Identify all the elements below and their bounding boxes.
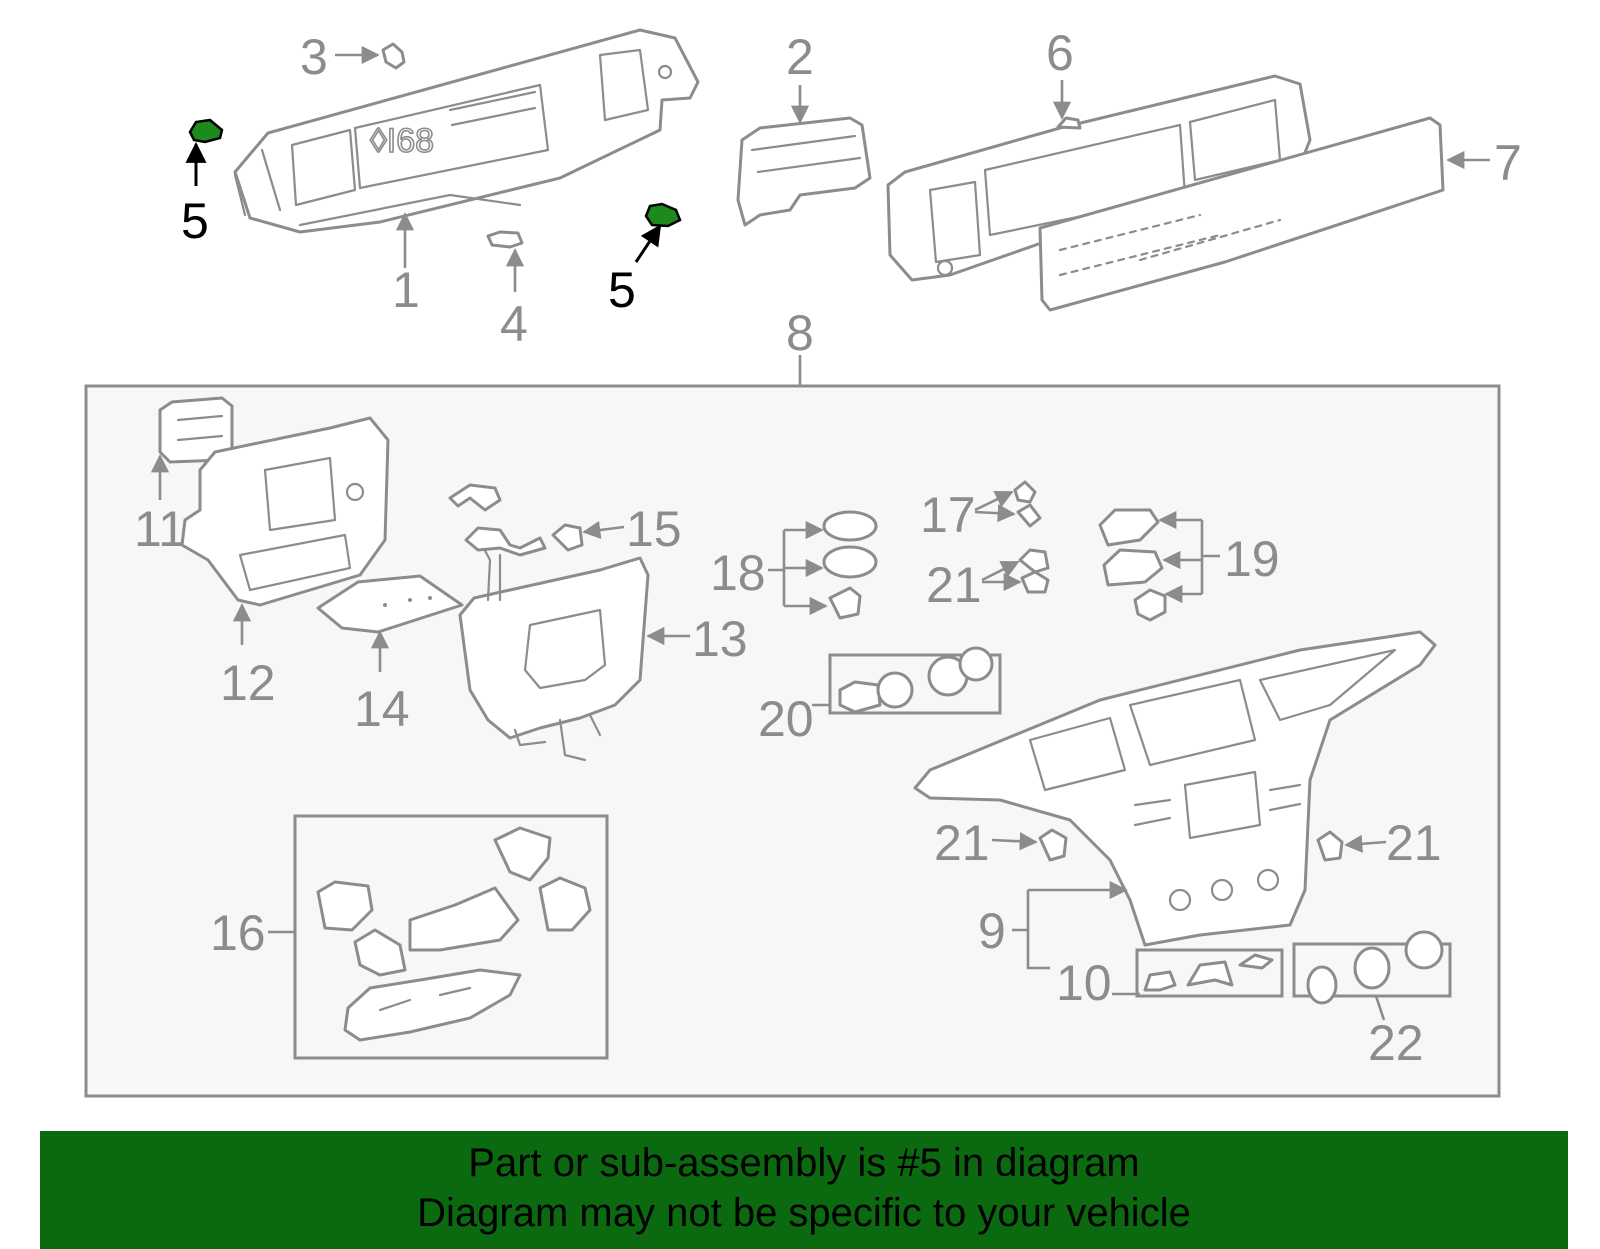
callout-8: 8 (786, 305, 814, 361)
callout-14: 14 (354, 681, 410, 737)
callout-9: 9 (978, 903, 1006, 959)
part-7-cluster-lens (1038, 116, 1445, 312)
leader-15 (582, 520, 625, 539)
part-5-clip-left (188, 118, 224, 144)
leader-19-bracket (1200, 520, 1220, 594)
part-13-panel (448, 483, 650, 762)
part-9-bezel (913, 630, 1437, 947)
leader-5-right (634, 224, 662, 263)
callout-11: 11 (134, 501, 186, 557)
part-12-bracket (180, 416, 390, 607)
callout-19: 19 (1224, 531, 1280, 587)
part-2-display-module (736, 116, 872, 227)
leader-22 (1374, 995, 1386, 1021)
info-banner: Part or sub-assembly is #5 in diagram Di… (40, 1131, 1568, 1249)
callout-22: 22 (1368, 1015, 1424, 1071)
part-18-knobs (822, 510, 878, 620)
callout-7: 7 (1494, 135, 1522, 191)
leader-21-right (1344, 834, 1387, 853)
callout-15: 15 (626, 501, 682, 557)
callout-5-left: 5 (181, 193, 209, 249)
part-10-knobs (1135, 948, 1284, 998)
part-21-bulbs-upper (1018, 548, 1050, 594)
callout-17: 17 (920, 487, 976, 543)
callout-16: 16 (210, 905, 266, 961)
callout-5-right: 5 (608, 262, 636, 318)
part-20-knob-set (828, 646, 1002, 715)
leader-17b (974, 504, 1016, 523)
callout-20: 20 (758, 691, 814, 747)
part-15-bulb (551, 523, 584, 552)
banner-line-disclaimer: Diagram may not be specific to your vehi… (417, 1191, 1191, 1235)
part-6-cluster-assembly (886, 74, 1312, 282)
callout-6: 6 (1046, 25, 1074, 81)
callout-1: 1 (392, 262, 420, 318)
part-14-plate (316, 574, 464, 634)
callout-13: 13 (692, 611, 748, 667)
leader-21-upper-a (981, 560, 1020, 582)
part-3-screw (381, 42, 406, 70)
banner-line-part-number: Part or sub-assembly is #5 in diagram (468, 1141, 1140, 1185)
svg-text:◊I68: ◊I68 (370, 122, 434, 160)
callout-10: 10 (1056, 955, 1112, 1011)
part-21-bulb-right (1316, 830, 1344, 862)
callout-21-upper: 21 (926, 557, 982, 613)
leader-17a (974, 490, 1014, 512)
part-5-clip-right (644, 202, 682, 228)
callout-2: 2 (786, 29, 814, 85)
part-1-cluster-housing: ◊I68 (233, 28, 700, 234)
part-19-switches (1098, 508, 1167, 622)
part-21-bulb-left (1038, 828, 1068, 862)
leader-21-left (991, 832, 1038, 851)
callout-12: 12 (220, 655, 276, 711)
part-4-bulb (486, 230, 524, 249)
part-16-duct-set (293, 814, 609, 1060)
leader-9-bracket (1012, 890, 1050, 970)
callout-3: 3 (300, 29, 328, 85)
callout-21-right: 21 (1386, 815, 1442, 871)
part-22-knobs (1292, 930, 1452, 1005)
part-17-clips (1013, 480, 1042, 528)
callout-21-left: 21 (934, 815, 990, 871)
callout-4: 4 (500, 296, 528, 352)
callout-18: 18 (710, 545, 766, 601)
